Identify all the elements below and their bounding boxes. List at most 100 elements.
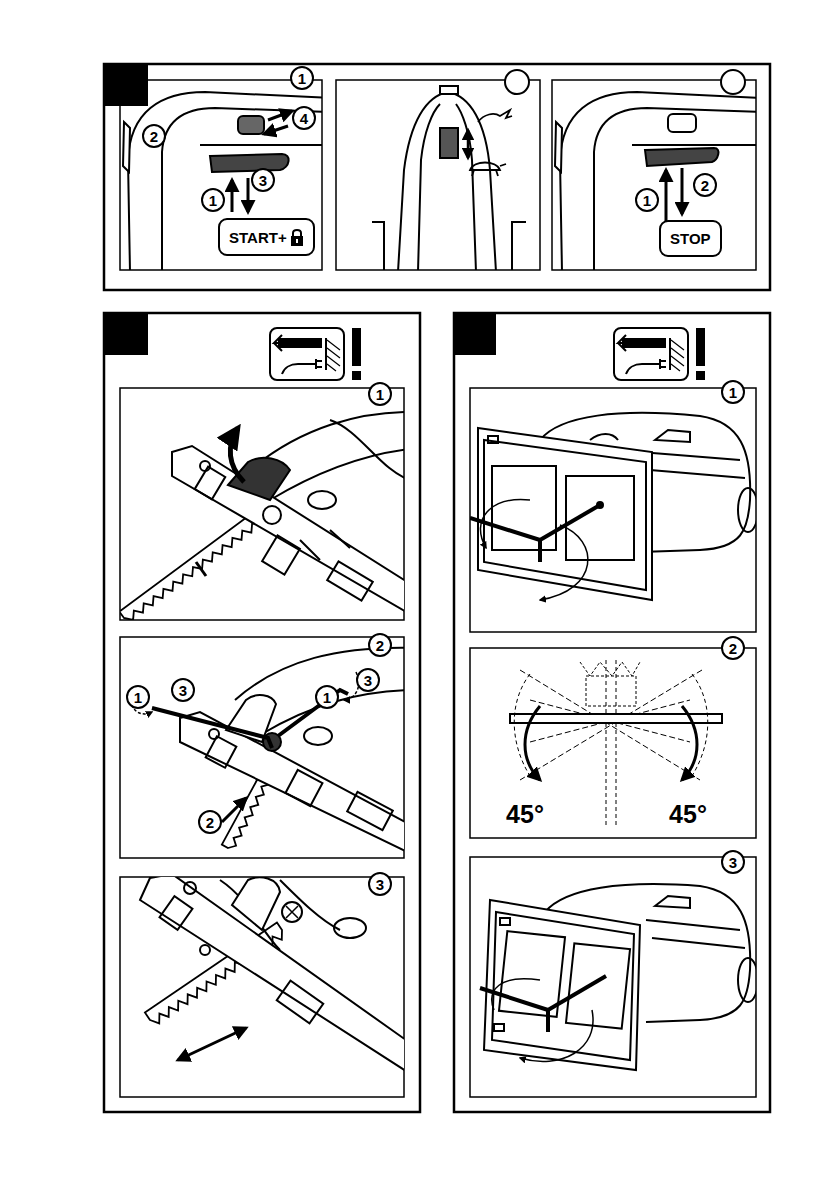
illustration-line [264,126,288,134]
callout-number: 2 [198,810,222,834]
angle-label: 45° [504,801,546,829]
callout-number: 2 [368,633,392,657]
illustration-rect [454,313,496,355]
label-text: 3 [376,877,384,892]
unplug-warning-icon [614,328,705,380]
illustration-circle [200,945,210,955]
label-text: 3 [179,683,187,698]
label-text: 2 [701,178,709,193]
lock-body [291,236,303,246]
panel-frames [104,64,770,1112]
illustration-path [682,706,697,780]
illustration-rect [160,896,193,930]
illustration-rect [195,467,226,500]
callout-number: 1 [721,380,745,404]
illustration-path [525,706,540,780]
illustration-path [492,979,540,1010]
illustration-path [540,525,588,600]
callout-number: 1 [290,66,314,90]
illustration-path [128,92,322,270]
illustration-path [555,122,562,172]
illustration-rect [347,792,393,830]
illustration-circle [263,506,281,524]
illustration-circle [184,882,196,894]
illustration-path [590,434,618,440]
lock-keyhole [296,239,298,243]
illustration-path [274,335,282,351]
illustration-path [480,500,530,548]
illustration-path [300,530,350,560]
illustration-circle [209,729,219,739]
illustration-line [480,988,548,1010]
label-text: 3 [364,673,372,688]
callout-number: 3 [251,168,275,192]
illustration-circle [282,902,302,922]
illustration-path [484,440,646,590]
illustration-line [467,130,470,158]
illustration-rect [104,64,148,106]
illustration-path [484,900,640,1070]
box-text: STOP [670,230,711,247]
illustration-line [548,976,606,1010]
blade-clamp-open [172,412,404,620]
blade-insert [130,648,404,858]
illustration-line [325,338,327,370]
illustration-path [618,335,626,351]
blade-group [120,510,262,620]
illustration-path [140,877,404,1080]
illustration-path [492,912,634,1060]
illustration-path [327,340,340,371]
illustration-path [645,148,718,166]
illustration-rect [614,328,688,380]
callout-number: 3 [171,678,195,702]
illustration-rect [104,64,770,290]
illustration-rect [440,86,458,94]
label-text: 4 [300,111,308,126]
illustration-line [669,338,671,370]
lock-icon [290,228,304,246]
illustration-rect [440,128,458,158]
illustration-ellipse [304,727,332,745]
illustration-path [655,896,690,908]
illustration-path [640,452,745,478]
illustration-path [418,104,440,270]
label-text: 2 [206,815,214,830]
illustration-line [231,180,234,212]
angle-label: 45° [667,801,709,829]
illustration-path [172,446,404,620]
callout-number: 2 [721,636,745,660]
label-text: 1 [134,690,142,705]
illustration-rect [668,114,696,132]
label-text: 3 [259,173,267,188]
illustration-path [671,340,684,371]
label-text: 2 [150,129,158,144]
illustration-rect [352,328,361,366]
illustration-rect [104,313,420,1112]
illustration-path [478,110,512,122]
illustration-path [372,222,526,270]
illustration-line [681,168,684,214]
callout-number: 2 [142,124,166,148]
callout-number: 4 [292,106,316,130]
illustration-line [606,660,607,828]
illustration-path [646,920,745,948]
label-text: 1 [729,385,737,400]
switch-state-box: START+ [218,218,315,256]
illustration-circle [505,70,529,94]
callout-number: 2 [693,173,717,197]
label-text: 45° [506,800,544,828]
base-plate-loosen [470,413,756,600]
illustration-rect [470,648,756,838]
callout-number: 1 [126,685,150,709]
illustration-path [470,163,506,177]
illustration-rect [277,981,324,1024]
illustration-rect [454,313,770,1112]
illustration-path [626,359,666,374]
callout-number: 1 [635,188,659,212]
callout-number: 1 [315,685,339,709]
illustration-rect [696,371,705,380]
illustration-path [282,359,322,374]
illustration-circle [597,502,603,508]
illustration-ellipse [308,491,336,509]
